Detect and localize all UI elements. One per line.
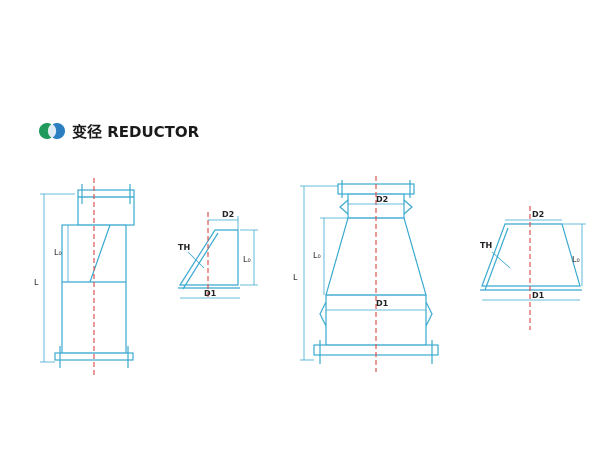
fig2-TH-leader [187,251,205,269]
fig2-D2-label: D2 [222,210,234,219]
fig2-TH-label: TH [178,243,190,252]
brand-logo-icon [39,123,65,139]
fig4-thickness-line [484,227,509,291]
fig2-thickness-line [182,232,219,290]
fig1-upper-neck [77,196,135,226]
fig3-D1-label: D1 [376,299,389,308]
fig3-lug-right [425,301,433,327]
fig2-body-outline [178,229,239,286]
figure-3-cone-flanged [300,176,439,372]
figure-1-straight-reducer [40,178,135,378]
fig3-lug-left [319,301,327,327]
fig4-D1-label: D1 [532,291,545,300]
fig2-L0-label: L₀ [243,255,251,264]
fig1-top-flange [77,189,135,198]
fig3-neck-lug-left [339,199,349,215]
fig3-D2-label: D2 [376,195,388,204]
fig1-L0-label: L₀ [54,248,62,257]
figure-2-cone-small [178,212,258,300]
fig4-TH-label: TH [480,241,492,250]
fig2-D1-label: D1 [204,289,217,298]
fig4-TH-leader [491,251,511,269]
fig3-neck-lug-right [403,199,413,215]
fig4-D2-label: D2 [532,210,544,219]
fig4-body-outline [481,223,581,287]
fig3-L0-label: L₀ [313,251,321,260]
fig1-L-label: L [34,278,39,287]
fig3-L-label: L [293,273,298,282]
fig1-taper-line [89,224,111,283]
header: 变径 REDUCTOR [38,120,199,142]
logo-overlap [47,124,57,138]
figure-4-cone-wide [480,206,586,330]
fig1-bottom-flange [54,352,134,361]
page-title: 变径 REDUCTOR [72,122,200,141]
fig4-L0-label: L₀ [572,255,580,264]
